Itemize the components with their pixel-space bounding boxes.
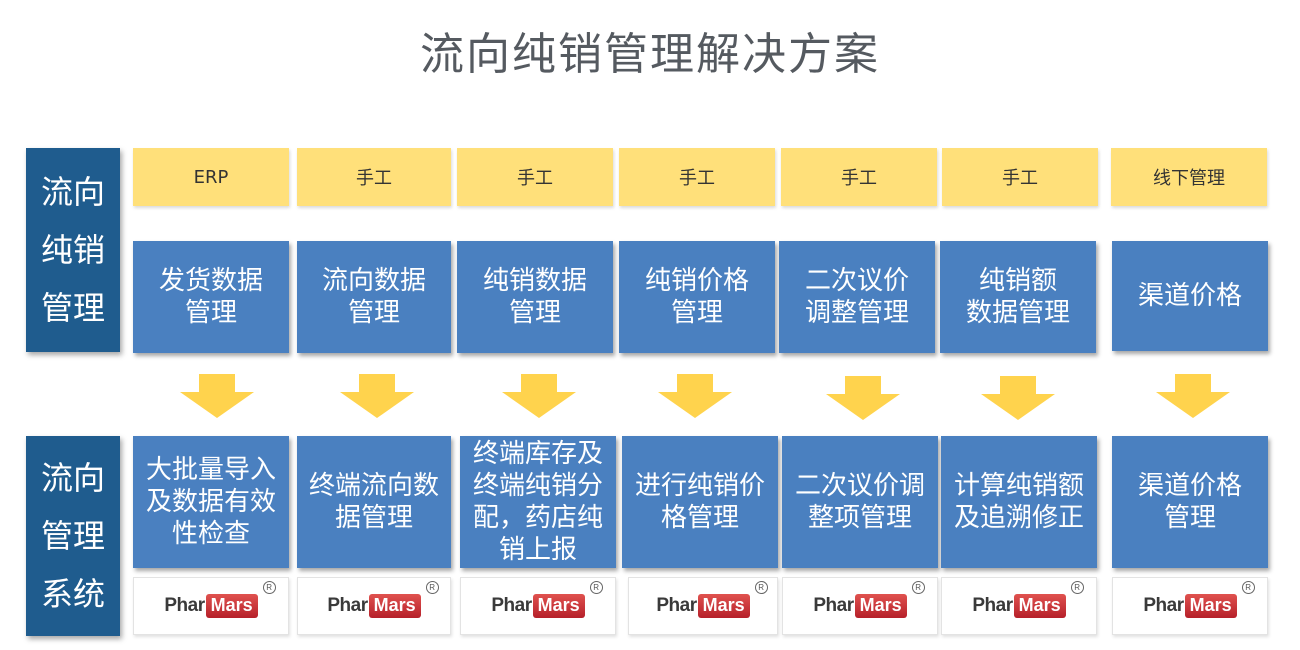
registered-mark-icon: R bbox=[754, 581, 768, 594]
management-item: 纯销额 数据管理 bbox=[940, 241, 1096, 353]
side-label-bottom-line-1: 流向 bbox=[40, 459, 105, 497]
logo-text-mars: Mars bbox=[205, 594, 258, 618]
logo-text-mars: Mars bbox=[697, 594, 750, 618]
system-item: 终端库存及 终端纯销分 配，药店纯 销上报 bbox=[460, 436, 616, 568]
side-label-top-line-1: 流向 bbox=[40, 173, 105, 211]
management-item: 纯销数据 管理 bbox=[457, 241, 613, 353]
down-arrow-icon bbox=[826, 376, 900, 420]
system-item: 大批量导入 及数据有效 性检查 bbox=[133, 436, 289, 568]
down-arrow-icon bbox=[981, 376, 1055, 420]
management-item: 发货数据 管理 bbox=[133, 241, 289, 353]
down-arrow-icon bbox=[1156, 374, 1230, 418]
source-label: 手工 bbox=[942, 148, 1098, 206]
logo-text-phar: Phar bbox=[327, 595, 368, 616]
source-label: 手工 bbox=[457, 148, 613, 206]
down-arrow-icon bbox=[658, 374, 732, 418]
logo-text-phar: Phar bbox=[1143, 595, 1184, 616]
logo-text-phar: Phar bbox=[972, 595, 1013, 616]
management-item: 二次议价 调整管理 bbox=[779, 241, 935, 353]
system-item: 进行纯销价 格管理 bbox=[622, 436, 778, 568]
page-title: 流向纯销管理解决方案 bbox=[420, 29, 880, 80]
system-item: 计算纯销额 及追溯修正 bbox=[941, 436, 1097, 568]
side-label-top-line-3: 管理 bbox=[40, 289, 105, 327]
registered-mark-icon: R bbox=[1241, 581, 1255, 594]
management-item: 纯销价格 管理 bbox=[619, 241, 775, 353]
source-label: 手工 bbox=[619, 148, 775, 206]
registered-mark-icon: R bbox=[589, 581, 603, 594]
side-label-bottom-line-3: 系统 bbox=[40, 575, 105, 613]
logo-text-mars: Mars bbox=[1184, 594, 1237, 618]
down-arrow-icon bbox=[180, 374, 254, 418]
logo-text-phar: Phar bbox=[813, 595, 854, 616]
logo-text-phar: Phar bbox=[656, 595, 697, 616]
side-label-bottom: 流向 管理 系统 bbox=[26, 436, 120, 636]
source-label: 线下管理 bbox=[1111, 148, 1267, 206]
logo-text-mars: Mars bbox=[532, 594, 585, 618]
logo-text-phar: Phar bbox=[164, 595, 205, 616]
side-label-top: 流向 纯销 管理 bbox=[26, 148, 120, 352]
down-arrow-icon bbox=[340, 374, 414, 418]
logo-text-mars: Mars bbox=[1013, 594, 1066, 618]
source-label: 手工 bbox=[297, 148, 451, 206]
side-label-bottom-line-2: 管理 bbox=[40, 517, 105, 555]
down-arrow-icon bbox=[502, 374, 576, 418]
management-item: 渠道价格 bbox=[1112, 241, 1268, 351]
source-label: ERP bbox=[133, 148, 289, 206]
registered-mark-icon: R bbox=[262, 581, 276, 594]
management-item: 流向数据 管理 bbox=[297, 241, 451, 353]
system-item: 二次议价调 整项管理 bbox=[782, 436, 938, 568]
side-label-top-line-2: 纯销 bbox=[40, 231, 105, 269]
source-label: 手工 bbox=[781, 148, 937, 206]
system-item: 终端流向数 据管理 bbox=[297, 436, 451, 568]
registered-mark-icon: R bbox=[911, 581, 925, 594]
system-item: 渠道价格 管理 bbox=[1112, 436, 1268, 568]
logo-text-mars: Mars bbox=[854, 594, 907, 618]
registered-mark-icon: R bbox=[425, 581, 439, 594]
logo-text-mars: Mars bbox=[368, 594, 421, 618]
registered-mark-icon: R bbox=[1070, 581, 1084, 594]
logo-text-phar: Phar bbox=[491, 595, 532, 616]
